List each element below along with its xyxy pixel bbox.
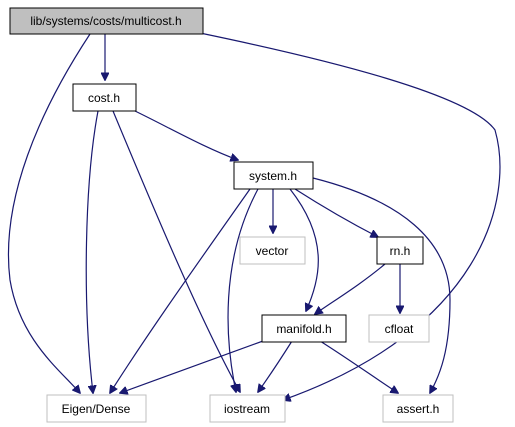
node-multicost[interactable]: lib/systems/costs/multicost.h: [9, 7, 204, 35]
node-vector[interactable]: vector: [239, 236, 306, 265]
node-cost-label: cost.h: [88, 91, 120, 105]
edge-manifold-assert: [319, 340, 398, 393]
edge-manifold-eigen: [120, 340, 264, 393]
node-eigen[interactable]: Eigen/Dense: [46, 394, 147, 423]
node-eigen-label: Eigen/Dense: [62, 402, 131, 416]
node-iostream-label: iostream: [224, 402, 270, 416]
node-manifold-label: manifold.h: [276, 322, 331, 336]
edge-system-rn: [294, 188, 378, 237]
node-system-label: system.h: [249, 169, 297, 183]
edge-system-eigen: [110, 188, 251, 393]
node-rn-label: rn.h: [390, 244, 411, 258]
node-iostream[interactable]: iostream: [209, 394, 286, 423]
edge-system-assert: [312, 177, 451, 393]
node-system[interactable]: system.h: [233, 161, 314, 190]
node-manifold[interactable]: manifold.h: [261, 314, 347, 343]
edge-cost-system: [134, 110, 238, 160]
edges: [7, 32, 501, 400]
edge-cost-eigen: [85, 110, 99, 393]
node-vector-label: vector: [256, 244, 289, 258]
edge-rn-manifold: [315, 263, 386, 314]
node-multicost-label: lib/systems/costs/multicost.h: [30, 14, 181, 28]
node-rn[interactable]: rn.h: [376, 236, 424, 265]
edge-system-iostream: [227, 188, 259, 392]
node-assert-label: assert.h: [397, 402, 440, 416]
node-cost[interactable]: cost.h: [72, 83, 137, 112]
edge-cost-iostream: [112, 110, 240, 392]
edge-manifold-iostream: [258, 340, 293, 392]
node-cfloat-label: cfloat: [385, 322, 414, 336]
node-assert[interactable]: assert.h: [382, 394, 454, 423]
edge-system-manifold: [289, 188, 319, 311]
node-cfloat[interactable]: cfloat: [368, 314, 430, 343]
edge-multicost-eigen: [7, 33, 91, 393]
